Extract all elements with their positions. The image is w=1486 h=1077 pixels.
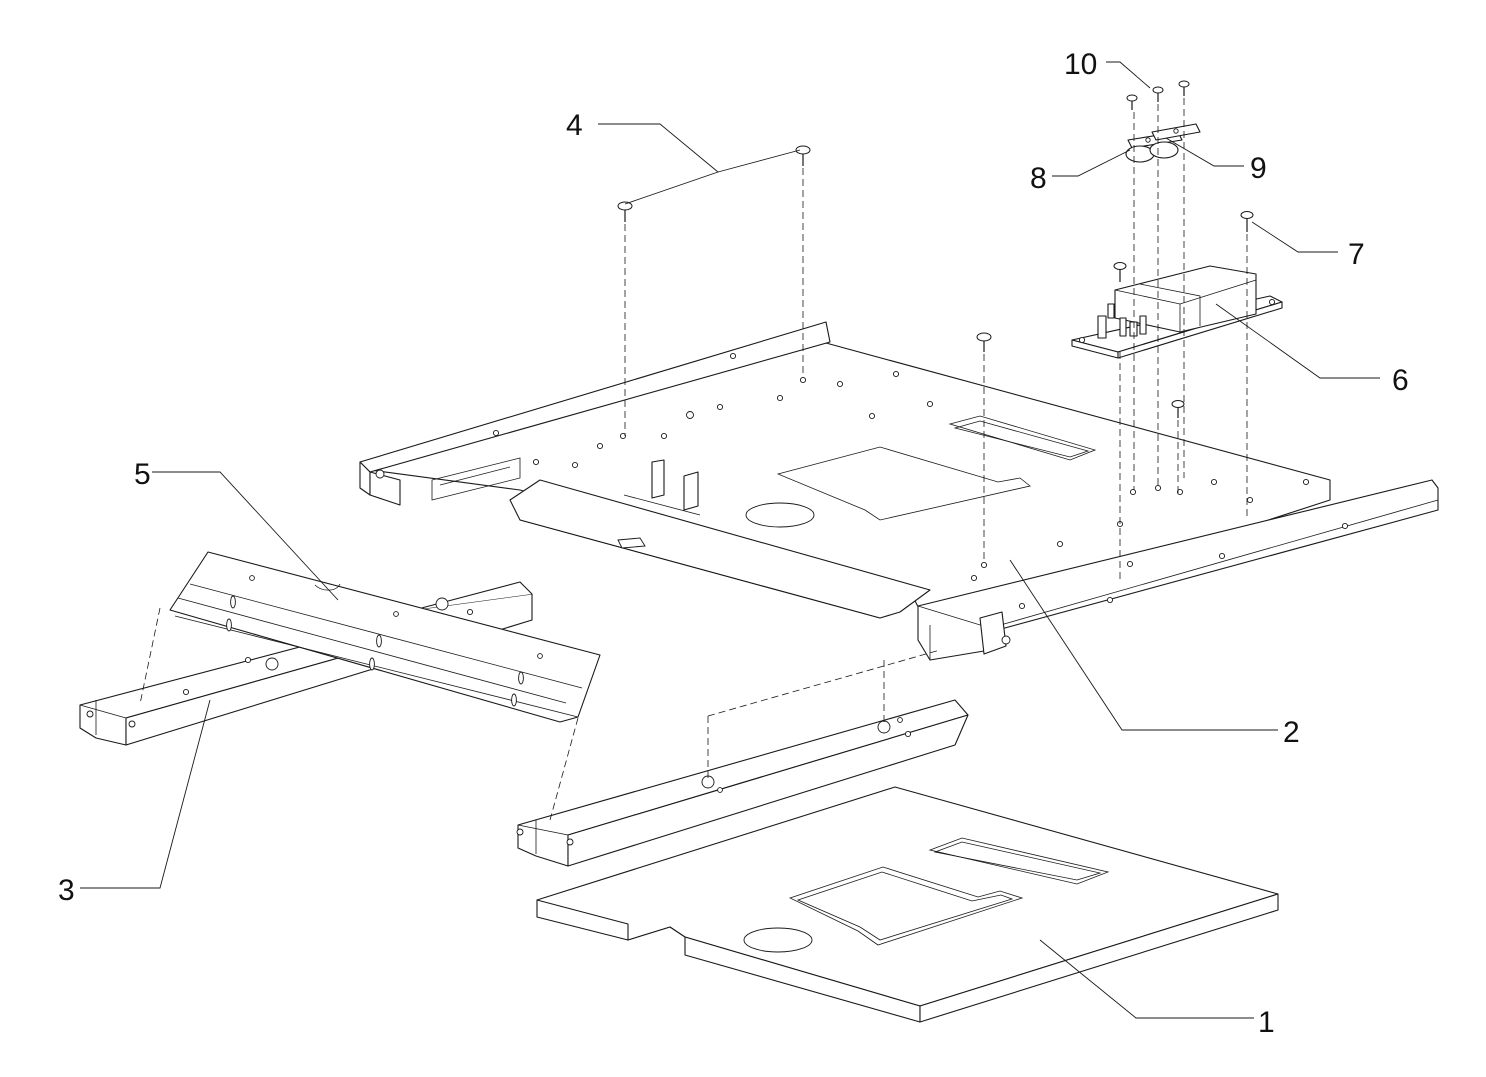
board-screw — [1171, 400, 1185, 418]
transformer-screw — [1113, 262, 1127, 282]
part-10-screw-a — [1126, 94, 1138, 110]
callout-1: 1 — [1258, 1006, 1275, 1039]
callout-7: 7 — [1348, 238, 1365, 271]
part-4-screw-right — [795, 145, 811, 166]
part-2-base-plate — [359, 321, 1439, 661]
callout-4: 4 — [566, 109, 583, 142]
bracket-slots — [226, 595, 524, 707]
plate-holes — [375, 352, 1349, 645]
part-7-screw — [1240, 211, 1254, 232]
callout-3: 3 — [58, 874, 75, 907]
part-10-screw-c — [1178, 80, 1190, 96]
callout-9: 9 — [1250, 152, 1267, 185]
callout-labels: 1 2 3 4 5 6 7 8 9 10 — [58, 48, 1409, 1039]
callout-2: 2 — [1283, 716, 1300, 749]
part-5-support-bracket — [169, 551, 601, 723]
part-6-transformer-board — [1071, 265, 1283, 359]
part-9-clamp — [1149, 123, 1201, 159]
center-channel-rail — [516, 699, 969, 867]
callout-10: 10 — [1064, 48, 1097, 81]
callout-5: 5 — [134, 458, 151, 491]
part-10-screw-b — [1152, 86, 1164, 102]
plate-screw — [976, 332, 992, 352]
assembly-guide-lines — [139, 98, 1248, 821]
callout-8: 8 — [1030, 162, 1047, 195]
screws — [617, 80, 1254, 418]
part-4-screw-left — [617, 201, 633, 222]
callout-6: 6 — [1392, 364, 1409, 397]
part-1-base-pad — [536, 786, 1279, 1023]
leader-lines — [80, 61, 1380, 1019]
